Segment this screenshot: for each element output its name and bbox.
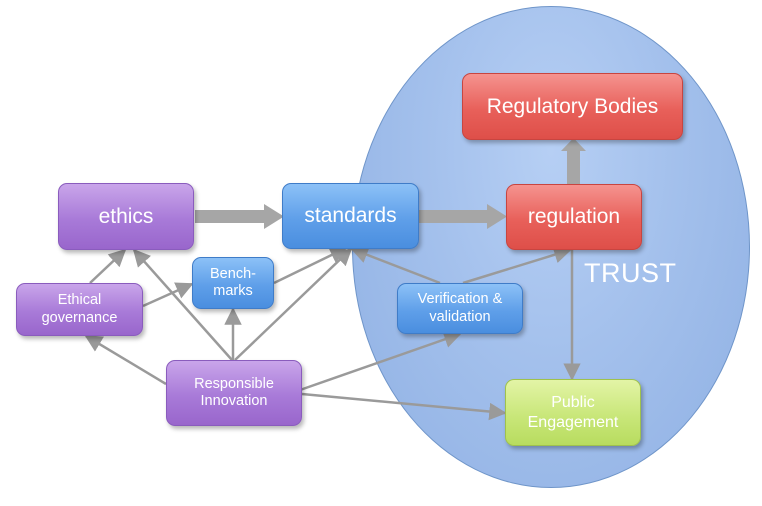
arrow-innovation-governance bbox=[84, 334, 167, 386]
node-regulatory-bodies: Regulatory Bodies bbox=[462, 73, 683, 140]
node-regulatory-bodies-label: Regulatory Bodies bbox=[486, 94, 659, 118]
block-arrow-ethics-standards bbox=[195, 204, 284, 229]
node-verification-validation: Verification & validation bbox=[397, 283, 523, 334]
node-responsible-innovation-label: Responsible Innovation bbox=[194, 375, 274, 409]
block-arrow-regulation-regulatory-bodies bbox=[561, 138, 586, 184]
node-standards: standards bbox=[282, 183, 419, 249]
arrow-governance-benchmarks bbox=[142, 282, 194, 308]
node-public-engagement: Public Engagement bbox=[505, 379, 641, 446]
trust-label: TRUST bbox=[584, 258, 677, 288]
node-regulation: regulation bbox=[506, 184, 642, 250]
arrow-innovation-ethics bbox=[132, 248, 233, 361]
arrow-innovation-standards bbox=[234, 247, 353, 361]
node-benchmarks-label: Bench- marks bbox=[210, 265, 256, 299]
arrow-innovation-verification bbox=[299, 330, 462, 392]
arrow-verification-regulation bbox=[462, 246, 572, 285]
node-regulation-label: regulation bbox=[527, 205, 621, 229]
node-benchmarks: Bench- marks bbox=[192, 257, 274, 309]
node-responsible-innovation: Responsible Innovation bbox=[166, 360, 302, 426]
node-verification-validation-label: Verification & validation bbox=[417, 291, 503, 325]
node-ethical-governance-label: Ethical governance bbox=[41, 292, 118, 326]
node-ethics-label: ethics bbox=[98, 204, 154, 228]
arrow-verification-standards bbox=[350, 246, 441, 285]
arrow-innovation-public bbox=[301, 392, 507, 421]
block-arrow-standards-regulation bbox=[419, 204, 507, 229]
arrow-governance-ethics bbox=[89, 248, 127, 284]
node-standards-label: standards bbox=[304, 204, 397, 228]
node-ethics: ethics bbox=[58, 183, 194, 250]
node-ethical-governance: Ethical governance bbox=[16, 283, 143, 336]
node-public-engagement-label: Public Engagement bbox=[527, 394, 619, 431]
